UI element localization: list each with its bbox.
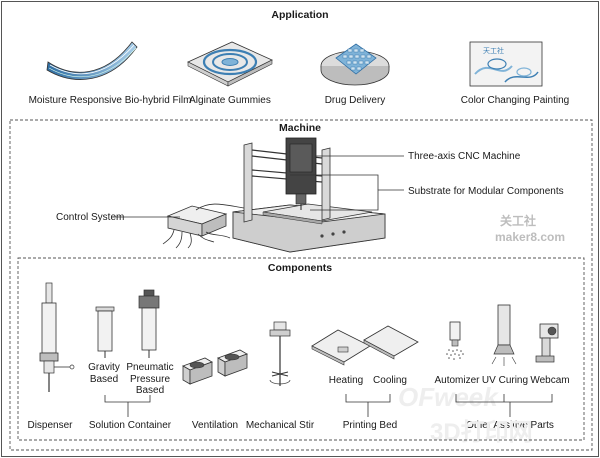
label-pneumatic-pressure: Pneumatic Pressure Based: [126, 362, 174, 396]
bracket-solution-container: [104, 395, 151, 403]
label-printing-bed: Printing Bed: [342, 420, 398, 431]
gravity-container-icon: [95, 306, 115, 358]
label-solution-container: Solution Container: [88, 420, 172, 431]
bracket-printing-bed: [345, 394, 391, 403]
label-automizer: Automizer: [434, 375, 480, 386]
label-dispenser: Dispenser: [27, 420, 73, 431]
painting-icon: 天工社: [469, 41, 543, 87]
dispenser-icon: [39, 282, 75, 392]
label-cooling: Cooling: [373, 375, 407, 386]
machine-title: Machine: [278, 122, 321, 134]
label-webcam: Webcam: [530, 375, 570, 386]
webcam-icon: [535, 323, 559, 363]
label-gravity-based: Gravity Based: [88, 362, 120, 385]
label-other-assistive-parts: Other Assitive Parts: [466, 420, 554, 431]
machine-dashed-box: [9, 119, 593, 451]
svg-text:天工社: 天工社: [483, 46, 504, 55]
application-item-painting: Color Changing Painting: [460, 95, 570, 106]
label-cnc-machine: Three-axis CNC Machine: [408, 151, 521, 162]
drug-delivery-icon: [320, 43, 390, 86]
mechanical-stir-icon: [269, 321, 291, 386]
leader-substrate: [310, 189, 404, 211]
application-item-film: Moisture Responsive Bio-hybrid Film: [28, 95, 192, 106]
watermark-maker-url: maker8.com: [495, 230, 566, 244]
watermark-maker-cn: 关工社: [500, 214, 537, 228]
application-item-gummies: Alginate Gummies: [189, 95, 271, 106]
components-title: Components: [267, 262, 333, 274]
label-mechanical-stir: Mechanical Stir: [245, 420, 315, 431]
application-item-drug-delivery: Drug Delivery: [324, 95, 386, 106]
cnc-machine-illustration: [232, 137, 386, 253]
gummies-icon: [187, 41, 273, 87]
automizer-icon: [446, 321, 464, 360]
components-dashed-box: [17, 257, 585, 441]
control-system-icon: [162, 203, 245, 249]
label-ventilation: Ventilation: [191, 420, 239, 431]
cooling-plate-icon: [363, 325, 419, 360]
ventilation-icon: [182, 349, 248, 385]
application-title: Application: [271, 9, 329, 21]
heating-plate-icon: [311, 329, 371, 366]
label-substrate: Substrate for Modular Components: [408, 186, 564, 197]
label-uv-curing: UV Curing: [481, 375, 529, 386]
watermark-3d-printing: 3D打印网: [430, 419, 533, 446]
pneumatic-container-icon: [138, 289, 160, 358]
uv-curing-icon: [491, 304, 517, 366]
label-heating: Heating: [328, 375, 364, 386]
watermark-ofweek: OFweek: [398, 382, 498, 412]
film-icon: [46, 41, 138, 80]
label-control-system: Control System: [56, 212, 125, 223]
